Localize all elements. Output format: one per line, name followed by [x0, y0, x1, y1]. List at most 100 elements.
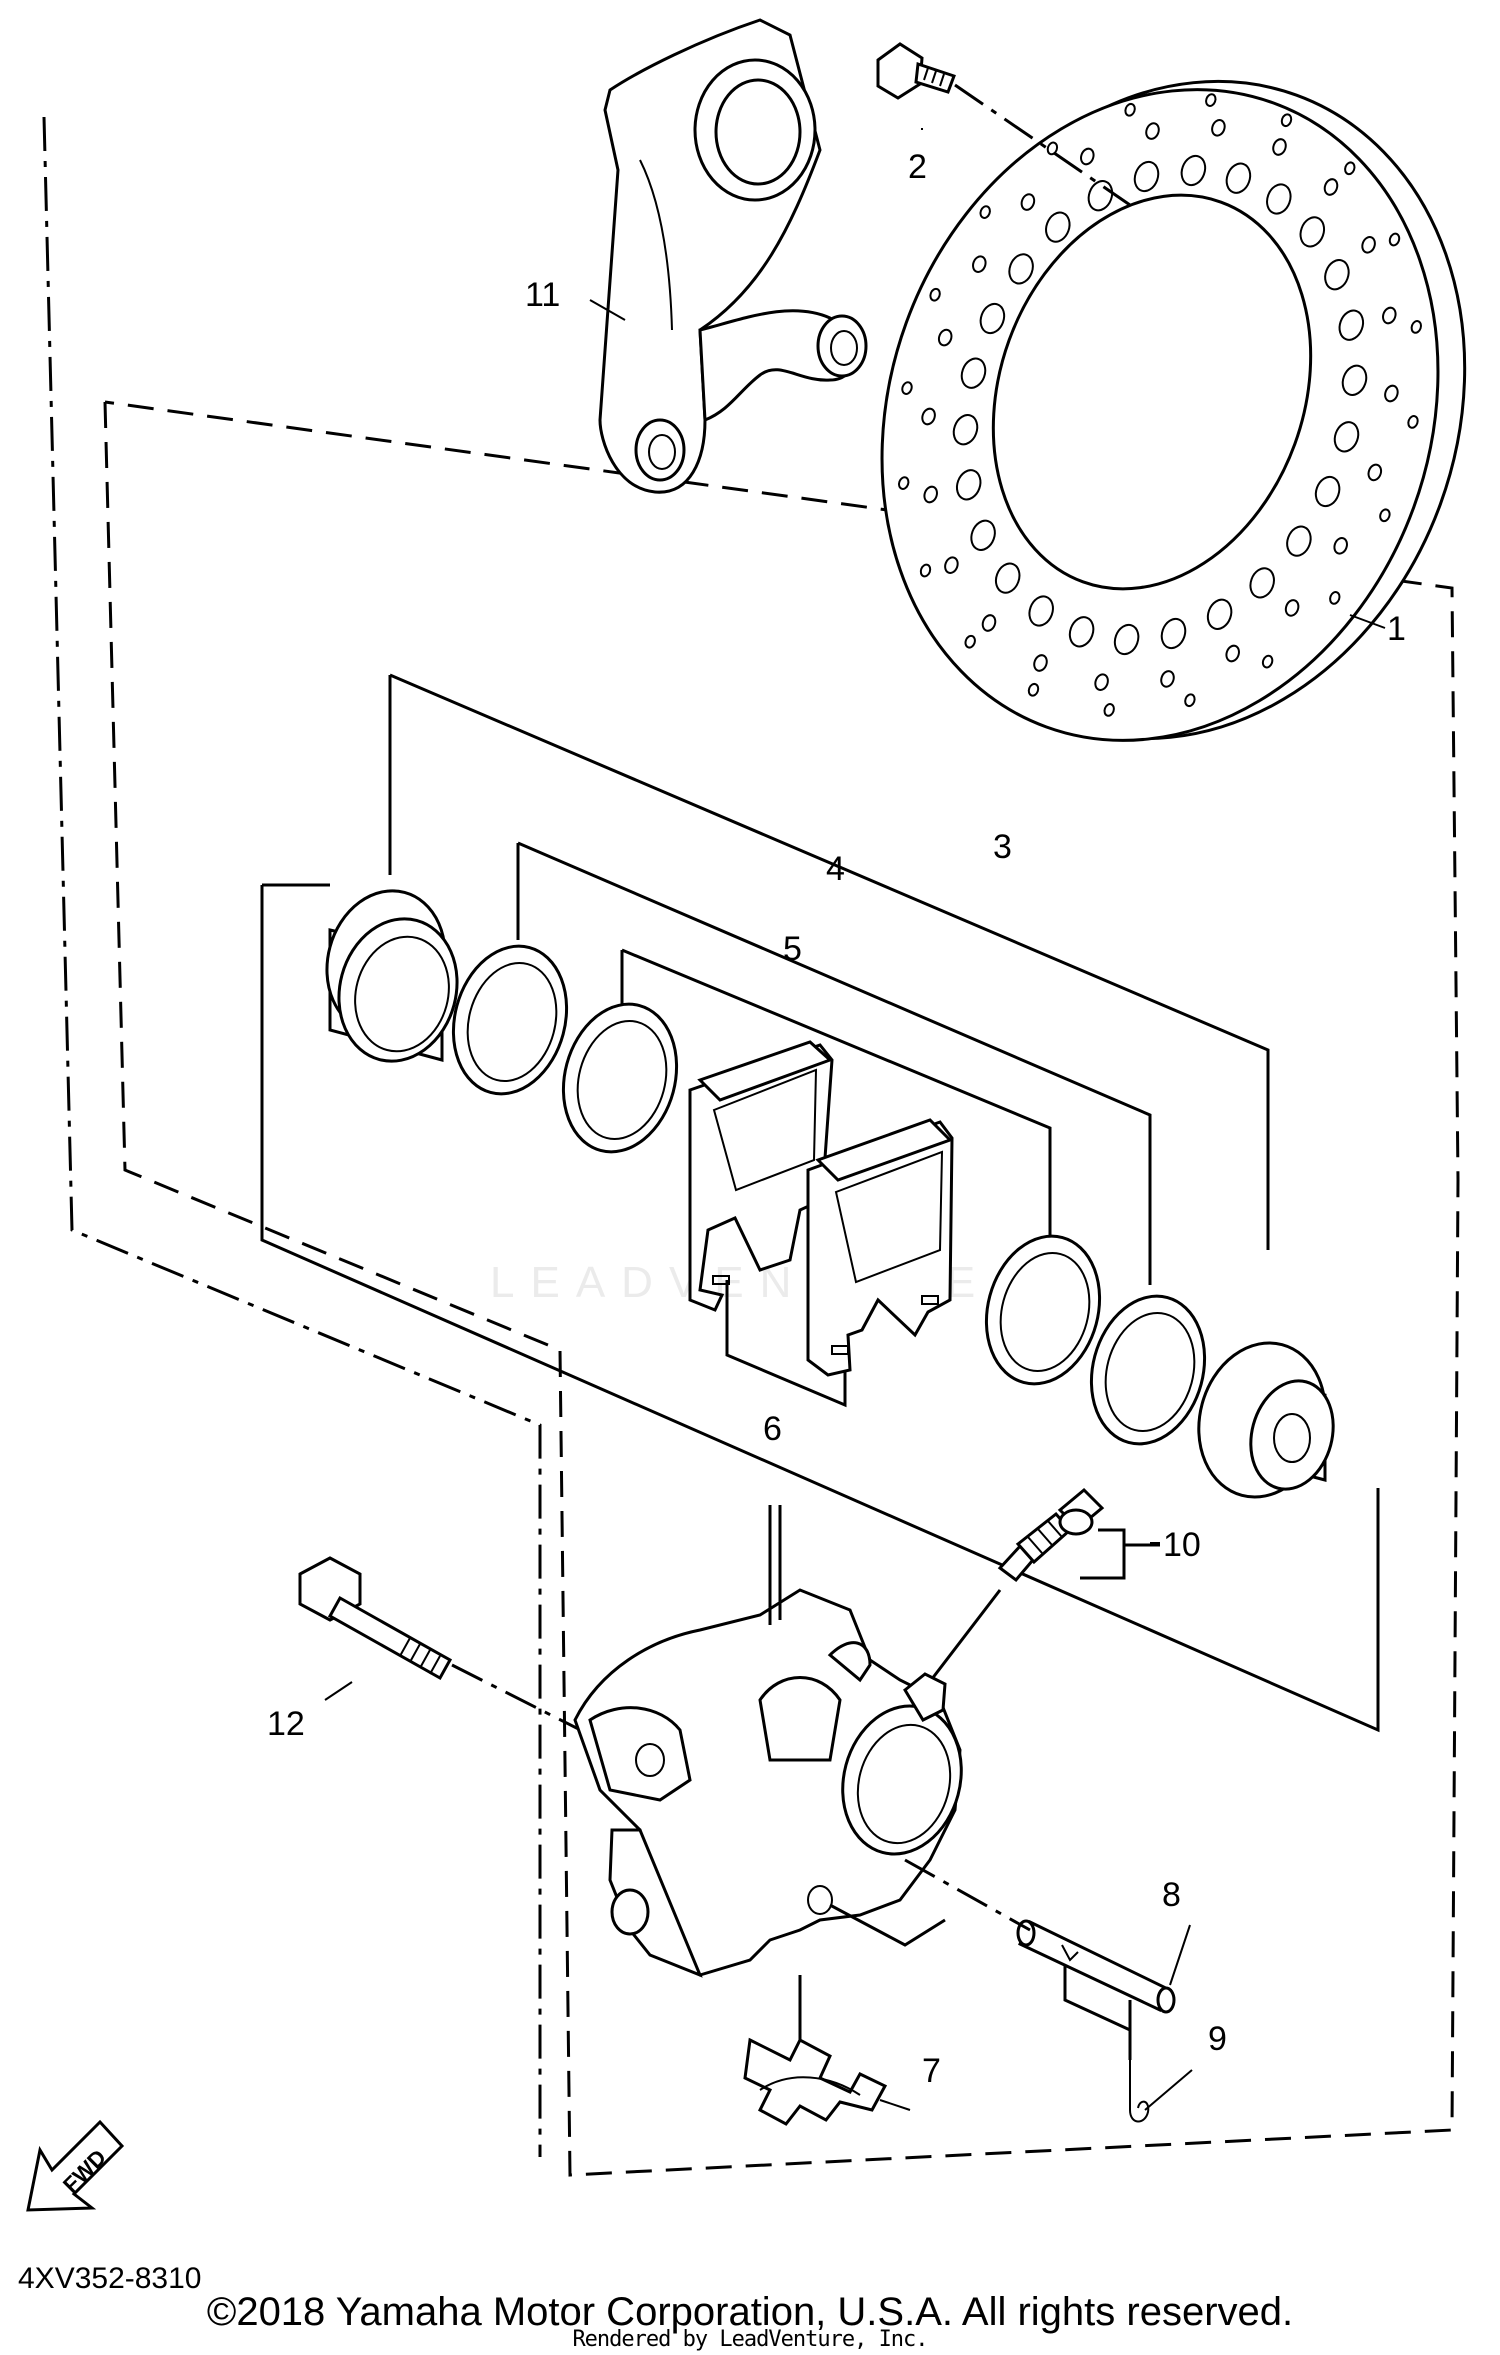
disc-hole — [1329, 591, 1341, 605]
disc-hole — [897, 476, 910, 490]
disc-hole — [1080, 147, 1095, 166]
disc-hole — [1068, 616, 1095, 648]
disc-hole — [937, 328, 953, 347]
disc-hole — [970, 519, 996, 551]
disc-hole — [1324, 259, 1350, 291]
disc-hole — [1184, 693, 1196, 708]
disc-hole — [901, 381, 913, 395]
disc-hole — [964, 634, 976, 649]
pad-spring — [743, 2037, 888, 2126]
brake-pad-left — [688, 1040, 834, 1312]
outer-assembly-boundary — [42, 116, 542, 2157]
callout-1: 1 — [1387, 610, 1406, 648]
disc-hole — [1384, 384, 1399, 403]
disc-hole — [1410, 320, 1423, 334]
disc-hole — [1180, 154, 1207, 187]
callout-6: 6 — [763, 1410, 782, 1448]
piston-seal-left-outer — [451, 944, 569, 1096]
disc-hole — [1045, 211, 1071, 243]
disc-hole — [952, 414, 979, 446]
callout-11: 11 — [525, 276, 560, 314]
disc-hole — [1379, 508, 1391, 523]
disc-hole — [1341, 364, 1368, 396]
disc-hole — [1087, 180, 1114, 212]
disc-hole — [1046, 141, 1059, 156]
disc-hole — [1361, 236, 1376, 254]
caliper-body — [573, 1588, 963, 1978]
disc-hole — [979, 302, 1006, 335]
disc-hole — [1344, 161, 1356, 176]
diagram-code: 4XV352-8310 — [18, 2262, 202, 2295]
disc-hole — [981, 614, 997, 632]
callout-5: 5 — [783, 930, 802, 968]
disc-hole — [1124, 102, 1136, 117]
brake-pad-right — [806, 1118, 954, 1377]
disc-hole — [955, 469, 982, 501]
piston-seal-right-inner — [984, 1234, 1102, 1386]
disc-hole — [1323, 178, 1339, 196]
disc-bolt — [876, 42, 956, 100]
disc-hole — [1113, 623, 1140, 656]
disc-hole — [929, 287, 941, 302]
disc-hole — [1367, 463, 1383, 482]
disc-hole — [1205, 93, 1217, 107]
callout-3: 3 — [993, 828, 1012, 866]
disc-hole — [1094, 673, 1109, 691]
disc-hole — [1333, 537, 1348, 555]
disc-hole — [1314, 475, 1341, 508]
callout-12: 12 — [267, 1705, 305, 1743]
disc-hole — [979, 205, 991, 219]
disc-hole — [1211, 119, 1226, 137]
disc-hole — [1280, 113, 1293, 128]
callout-4: 4 — [826, 850, 845, 888]
disc-hole — [1160, 617, 1187, 650]
disc-hole — [1133, 160, 1160, 193]
disc-hole — [1020, 193, 1036, 211]
piston-seal-left-inner — [561, 1002, 679, 1154]
disc-hole — [944, 556, 959, 574]
pad-pin-clip — [1129, 2060, 1150, 2123]
disc-hole — [1249, 567, 1275, 599]
pad-pin — [1016, 1919, 1176, 2014]
disc-hole — [919, 563, 932, 578]
disc-hole — [1286, 525, 1312, 557]
brake-disc — [880, 79, 1467, 742]
disc-hole — [1027, 682, 1040, 697]
caliper-bracket — [598, 18, 868, 494]
disc-hole — [994, 562, 1021, 594]
callout-10: 10 — [1163, 1526, 1201, 1564]
disc-hole — [1407, 415, 1419, 429]
disc-hole — [972, 255, 987, 273]
disc-hole — [1145, 122, 1160, 140]
disc-hole — [1299, 216, 1326, 248]
disc-hole — [923, 485, 938, 504]
piston-seal-right-outer — [1089, 1294, 1207, 1446]
caliper-bolt — [298, 1556, 453, 1681]
disc-hole — [1382, 306, 1397, 325]
disc-hole — [1206, 598, 1233, 630]
callout-8: 8 — [1162, 1876, 1181, 1914]
disc-hole — [1225, 644, 1240, 663]
disc-hole — [1103, 703, 1115, 717]
disc-hole — [1160, 670, 1175, 688]
disc-hole — [1008, 253, 1034, 285]
callout-7: 7 — [922, 2052, 941, 2090]
rendered-by-notice: Rendered by LeadVenture, Inc. — [572, 2327, 928, 2352]
disc-hole — [1388, 232, 1401, 247]
callout-9: 9 — [1208, 2020, 1227, 2058]
disc-hole — [1266, 183, 1292, 215]
disc-hole — [1338, 309, 1365, 341]
caliper-assembly-boundary — [103, 400, 1460, 2177]
disc-hole — [1284, 599, 1300, 617]
disc-hole — [1333, 421, 1360, 453]
disc-hole — [921, 407, 936, 426]
disc-hole — [1028, 595, 1054, 627]
bleeder-cap — [1057, 1487, 1105, 1536]
piston-right — [1197, 1341, 1335, 1499]
callout-2: 2 — [908, 148, 927, 186]
disc-hole — [1261, 654, 1274, 669]
fwd-arrow-icon: FWD — [26, 2119, 125, 2212]
disc-hole — [1225, 162, 1252, 194]
piston-left — [325, 889, 459, 1063]
